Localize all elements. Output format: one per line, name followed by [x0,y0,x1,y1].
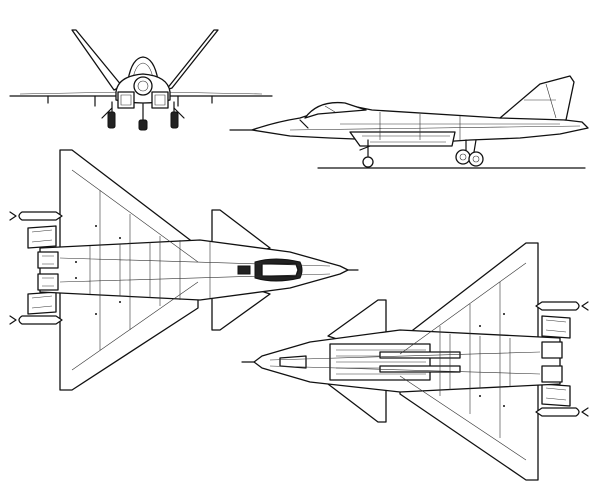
top-view [9,149,359,391]
front-view [9,29,273,131]
rivets [75,225,121,315]
bottom-view [241,242,589,481]
rivets [479,313,505,407]
side-view [229,75,589,169]
